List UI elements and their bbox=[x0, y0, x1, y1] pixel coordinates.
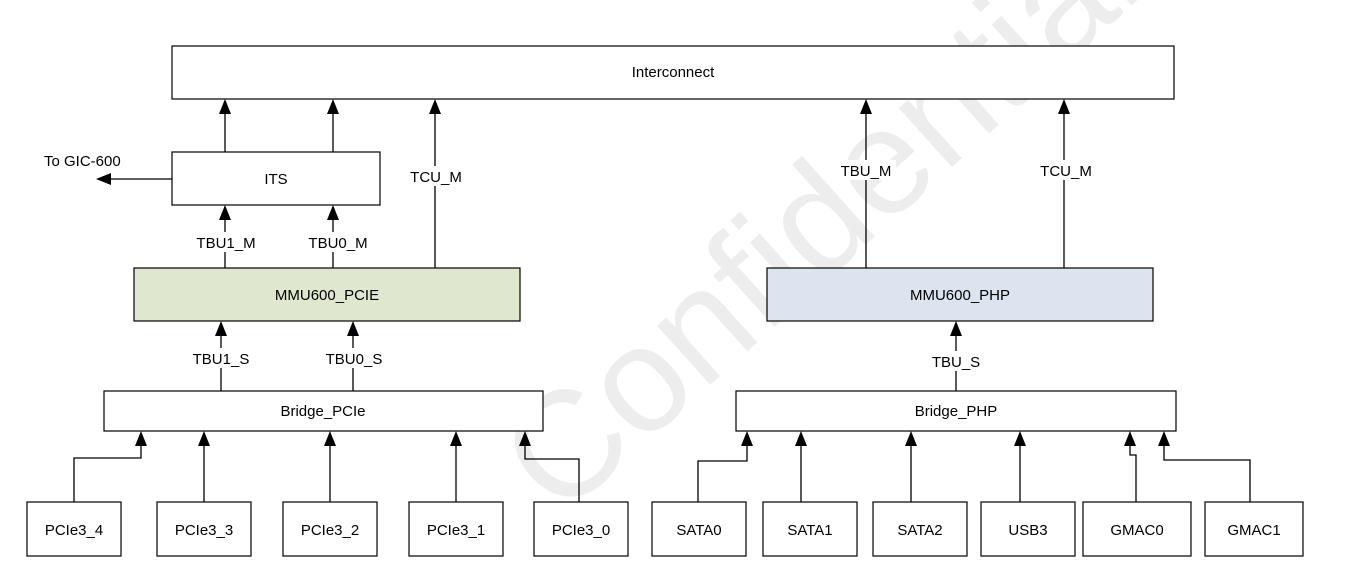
device-pcie3-2-label: PCIe3_2 bbox=[301, 522, 359, 539]
device-pcie3-0-label: PCIe3_0 bbox=[552, 522, 610, 539]
device-gmac0-label: GMAC0 bbox=[1110, 522, 1163, 539]
mmu600-php-block: MMU600_PHP bbox=[766, 267, 1154, 322]
connector-gmac1 bbox=[1158, 431, 1251, 502]
device-sata0: SATA0 bbox=[651, 501, 747, 557]
tbu0-m-label: TBU0_M bbox=[308, 235, 367, 252]
device-pcie3-4-label: PCIe3_4 bbox=[45, 522, 103, 539]
connector-tbu0-s: TBU0_S bbox=[316, 321, 392, 391]
connector-pcie3-2 bbox=[324, 431, 336, 502]
bridge-php-label: Bridge_PHP bbox=[915, 403, 998, 420]
device-pcie3-1: PCIe3_1 bbox=[408, 501, 504, 557]
device-pcie3-1-label: PCIe3_1 bbox=[427, 522, 485, 539]
connector-php-tcu-m: TCU_M bbox=[1036, 99, 1094, 268]
device-usb3-label: USB3 bbox=[1008, 522, 1047, 539]
connector-pcie3-3 bbox=[198, 431, 210, 502]
connector-tbu1-s: TBU1_S bbox=[184, 321, 260, 391]
interconnect-block: Interconnect bbox=[171, 45, 1175, 100]
device-sata1-label: SATA1 bbox=[787, 522, 832, 539]
connector-gmac0 bbox=[1124, 431, 1137, 502]
connector-sata1 bbox=[795, 431, 807, 502]
connector-pcie-tcu-m: TCU_M bbox=[409, 99, 464, 268]
device-pcie3-3: PCIe3_3 bbox=[156, 501, 252, 557]
device-usb3: USB3 bbox=[980, 501, 1076, 557]
connector-tbu1-m: TBU1_M bbox=[188, 205, 264, 268]
connector-usb3 bbox=[1014, 431, 1026, 502]
connector-pcie3-4 bbox=[73, 431, 147, 502]
interconnect-label: Interconnect bbox=[632, 64, 715, 81]
connector-its-to-gic: To GIC-600 bbox=[44, 153, 172, 185]
tbu1-s-label: TBU1_S bbox=[193, 351, 250, 368]
connector-sata0 bbox=[697, 431, 753, 502]
connector-its-to-interconnect-right bbox=[327, 99, 339, 152]
to-gic-label: To GIC-600 bbox=[44, 153, 121, 170]
bridge-pcie-label: Bridge_PCIe bbox=[280, 403, 365, 420]
connector-its-to-interconnect-left bbox=[219, 99, 231, 152]
device-sata2: SATA2 bbox=[872, 501, 968, 557]
tbu1-m-label: TBU1_M bbox=[196, 235, 255, 252]
device-pcie3-3-label: PCIe3_3 bbox=[175, 522, 233, 539]
device-sata1: SATA1 bbox=[762, 501, 858, 557]
mmu600-pcie-label: MMU600_PCIE bbox=[275, 287, 379, 304]
device-sata0-label: SATA0 bbox=[676, 522, 721, 539]
its-label: ITS bbox=[264, 171, 287, 188]
its-block: ITS bbox=[171, 151, 381, 206]
php-tcu-m-label: TCU_M bbox=[1040, 163, 1092, 180]
connector-pcie3-0 bbox=[519, 431, 580, 502]
mmu600-php-label: MMU600_PHP bbox=[910, 287, 1010, 304]
php-tbu-m-label: TBU_M bbox=[841, 163, 892, 180]
device-sata2-label: SATA2 bbox=[897, 522, 942, 539]
connector-pcie3-1 bbox=[450, 431, 462, 502]
bridge-pcie-block: Bridge_PCIe bbox=[103, 390, 544, 432]
connector-php-tbu-m: TBU_M bbox=[836, 99, 896, 268]
device-gmac1: GMAC1 bbox=[1204, 501, 1304, 557]
tbu-s-label: TBU_S bbox=[932, 354, 980, 371]
device-gmac1-label: GMAC1 bbox=[1227, 522, 1280, 539]
device-gmac0: GMAC0 bbox=[1082, 501, 1192, 557]
bridge-php-block: Bridge_PHP bbox=[735, 390, 1177, 432]
connector-tbu-s: TBU_S bbox=[926, 321, 986, 391]
device-pcie3-0: PCIe3_0 bbox=[533, 501, 629, 557]
device-pcie3-4: PCIe3_4 bbox=[26, 501, 122, 557]
connector-sata2 bbox=[905, 431, 917, 502]
pcie-tcu-m-label: TCU_M bbox=[410, 169, 462, 186]
mmu600-pcie-block: MMU600_PCIE bbox=[133, 267, 521, 322]
device-pcie3-2: PCIe3_2 bbox=[282, 501, 378, 557]
connector-tbu0-m: TBU0_M bbox=[300, 205, 376, 268]
tbu0-s-label: TBU0_S bbox=[326, 351, 383, 368]
